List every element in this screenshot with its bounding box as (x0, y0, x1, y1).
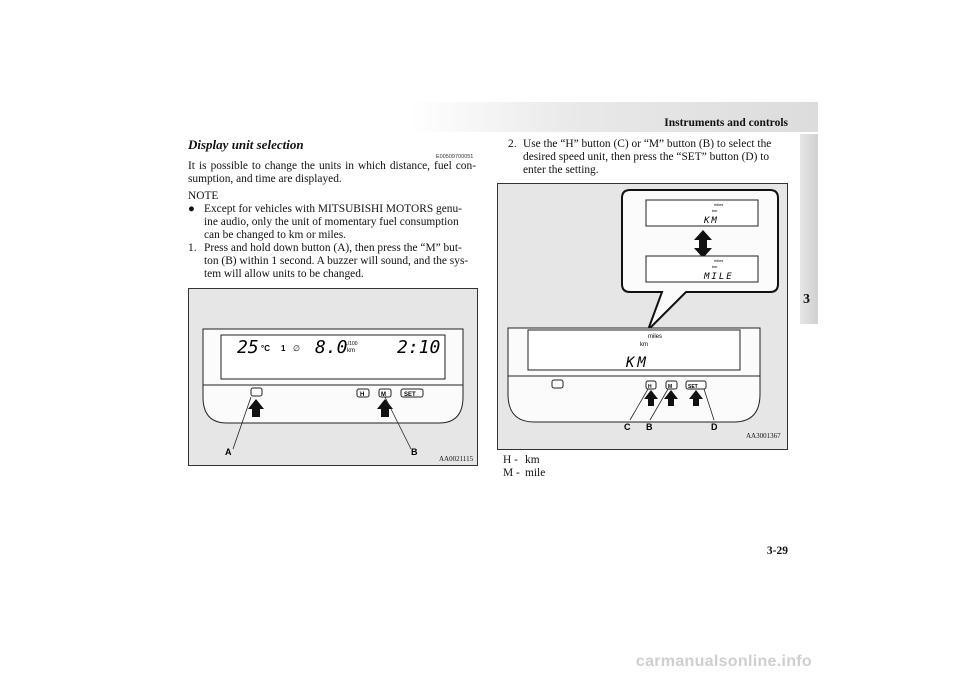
figure-code: AA3001367 (746, 432, 781, 440)
callout-bottom-km: km (712, 264, 718, 269)
button-m-label: M (668, 384, 672, 390)
header-band (410, 102, 818, 132)
arrow-up-icon (248, 399, 264, 417)
step-line: tem will allow units to be changed. (204, 268, 364, 280)
left-column: Display unit selection (188, 138, 476, 151)
note-bullet: ● Except for vehicles with MITSUBISHI MOT… (188, 203, 476, 216)
step-line: Use the “H” button (C) or “M” button (B)… (523, 138, 772, 150)
step-2: 2. Use the “H” button (C) or “M” button (… (508, 138, 786, 151)
double-arrow-icon (694, 230, 712, 258)
section-heading: Display unit selection (188, 137, 304, 152)
figure-display-unit: 25 °C 1 ∅ 8.0 L/100 km 2:10 H M SET A B … (188, 288, 478, 466)
button-set-label: SET (404, 392, 416, 398)
display-km: km (640, 342, 648, 348)
callout-label-d: D (711, 422, 718, 432)
legend-value: km (525, 454, 540, 466)
arrow-up-icon (689, 390, 703, 406)
chapter-tab (800, 134, 818, 324)
clock-readout: 2:10 (397, 337, 440, 358)
step-number: 2. (508, 138, 517, 150)
button-m-label: M (381, 392, 386, 398)
step-number: 1. (188, 242, 197, 254)
section-code: E00509700051 (436, 154, 474, 160)
button-blank (551, 379, 564, 389)
step-line: enter the setting. (523, 164, 599, 176)
step-line: desired speed unit, then press the “SET”… (523, 151, 770, 163)
arrow-up-icon (644, 390, 658, 406)
step-line: Press and hold down button (A), then pre… (204, 242, 462, 254)
temp-unit: °C (261, 344, 270, 353)
figure-1-drawing: 25 °C 1 ∅ 8.0 L/100 km 2:10 H M SET A B (202, 328, 464, 457)
callout-bottom-reading: MILE (703, 272, 734, 282)
intro-line: It is possible to change the units in wh… (188, 160, 476, 172)
note-line: ine audio, only the unit of momentary fu… (204, 216, 459, 228)
chapter-number: 3 (803, 292, 810, 307)
legend-row: M - mile (503, 467, 545, 480)
callout-top-miles: miles (714, 202, 723, 207)
legend-value: mile (525, 467, 546, 479)
step-line: ton (B) within 1 second. A buzzer will s… (204, 255, 469, 267)
button-h (645, 380, 657, 390)
button-set (400, 388, 424, 398)
figure-code: AA0021115 (439, 455, 474, 463)
callout-top-reading: KM (703, 216, 719, 226)
consumption-unit-top: L/100 (345, 341, 358, 347)
left-body: It is possible to change the units in wh… (188, 160, 476, 281)
button-h-label: H (360, 392, 364, 398)
figure-2-drawing: miles km KM miles km MILE miles km KM H … (507, 189, 779, 432)
legend-key: M - (503, 467, 520, 479)
legend-row: H - km (503, 454, 545, 467)
button-h (356, 388, 370, 398)
button-h-label: H (648, 384, 652, 390)
bullet-icon: ● (188, 203, 195, 215)
display-miles: miles (648, 334, 662, 340)
button-a (250, 387, 263, 397)
consumption-unit-bottom: km (347, 348, 355, 354)
unit-legend: H - km M - mile (503, 454, 545, 480)
step-1: 1. Press and hold down button (A), then p… (188, 242, 476, 255)
mode-number: 1 (281, 344, 286, 353)
note-label: NOTE (188, 190, 219, 202)
callout-label-b: B (411, 447, 418, 457)
consumption-readout: 8.0 (315, 337, 348, 358)
legend-key: H - (503, 454, 518, 466)
callout-label-b: B (646, 422, 653, 432)
figure-speed-unit: miles km KM miles km MILE miles km KM H … (497, 183, 788, 450)
callout-top-km: km (712, 208, 718, 213)
arrow-up-icon (377, 399, 393, 417)
arrow-up-icon (664, 390, 678, 406)
button-m (665, 380, 678, 390)
callout-bottom-miles: miles (714, 258, 723, 263)
slash-zero-icon: ∅ (293, 344, 300, 353)
button-set (685, 380, 707, 390)
section-title: Instruments and controls (664, 117, 788, 129)
note-line: can be changed to km or miles. (204, 229, 347, 241)
callout-label-a: A (225, 447, 232, 457)
right-column: 2. Use the “H” button (C) or “M” button (… (508, 138, 786, 177)
page-number: 3-29 (766, 545, 788, 557)
display-reading: KM (625, 355, 649, 371)
temp-readout: 25 (237, 337, 259, 358)
intro-line: sumption, and time are displayed. (188, 173, 342, 185)
note-line: Except for vehicles with MITSUBISHI MOTO… (204, 203, 462, 215)
watermark-link[interactable]: carmanualsonline.info (635, 653, 812, 670)
callout-label-c: C (624, 422, 631, 432)
button-set-label: SET (688, 384, 698, 390)
